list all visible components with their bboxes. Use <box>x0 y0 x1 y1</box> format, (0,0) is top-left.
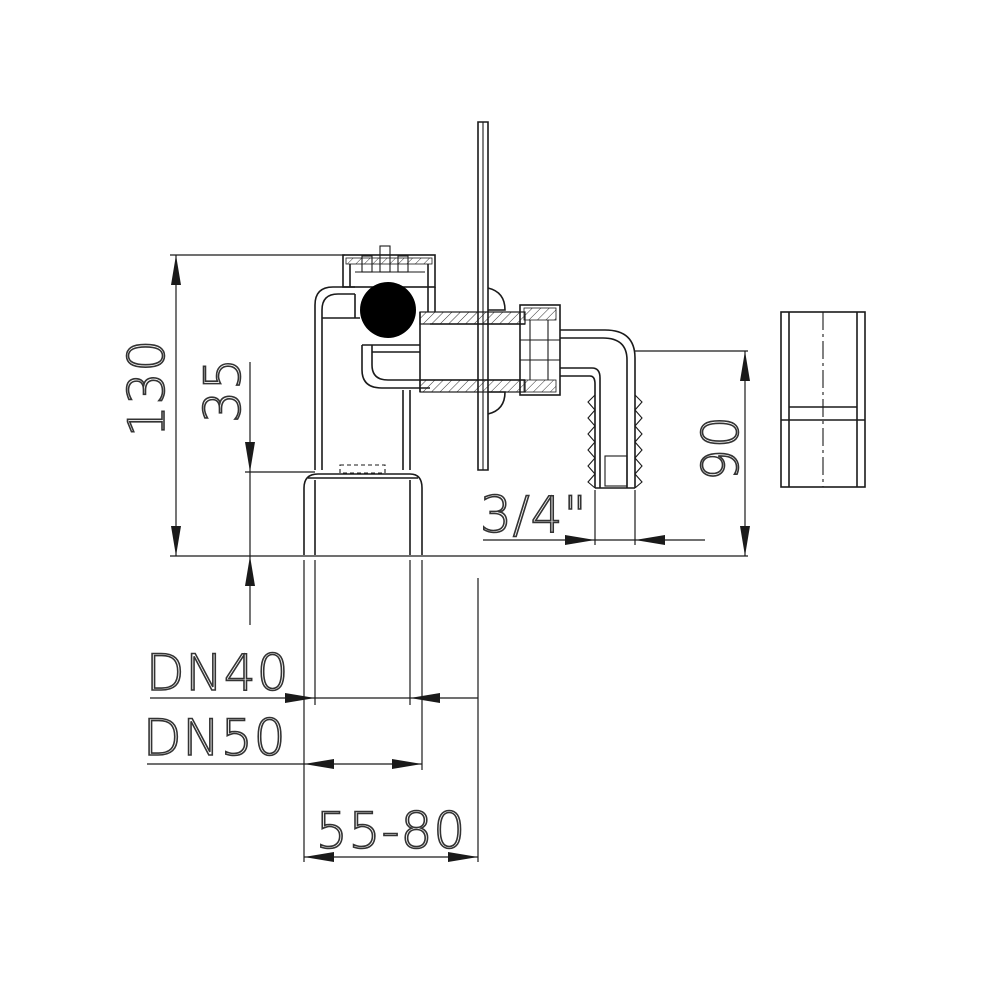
siphon-body <box>314 286 430 474</box>
wall-plate <box>477 121 489 471</box>
dimension-lines <box>147 254 750 862</box>
dim-label-wall-range: 55-80 <box>316 802 466 860</box>
hose-elbow <box>560 329 643 489</box>
dim-label-dn50: DN50 <box>143 709 287 767</box>
dim-label-35: 35 <box>194 357 252 423</box>
rosette <box>487 287 506 415</box>
adapter-sleeve <box>780 311 866 488</box>
dim-label-130: 130 <box>118 339 176 437</box>
union-nut <box>519 304 561 396</box>
outlet-sleeve <box>303 473 423 555</box>
dim-label-90: 90 <box>692 415 750 481</box>
dim-label-dn40: DN40 <box>146 644 290 702</box>
dim-label-thread: 3/4" <box>480 486 587 544</box>
check-ball <box>360 282 416 338</box>
horizontal-pipe <box>419 311 526 393</box>
